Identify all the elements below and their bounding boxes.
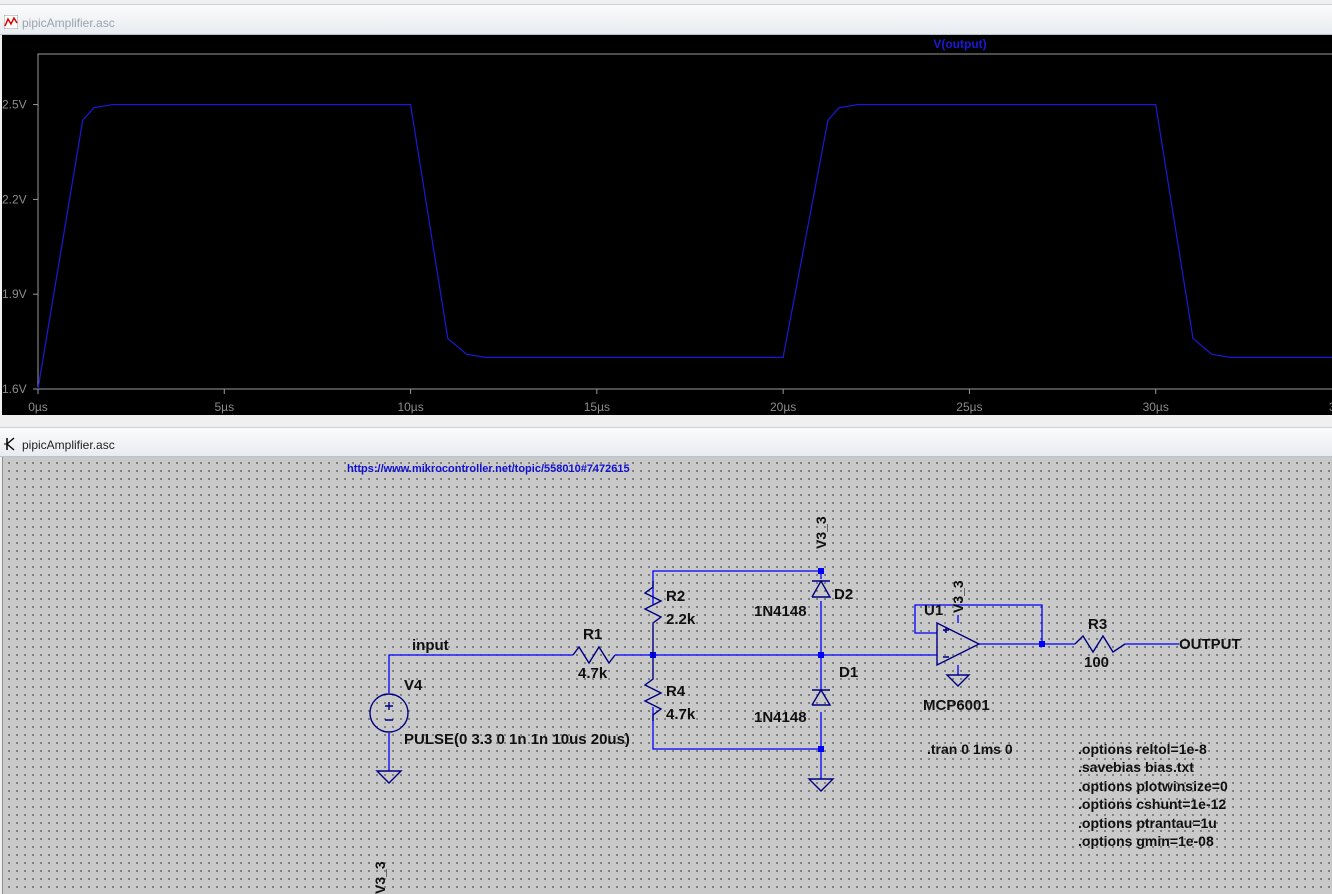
directive-savebias[interactable]: .savebias bias.txt [1078, 759, 1194, 775]
directive-reltol[interactable]: .options reltol=1e-8 [1078, 741, 1207, 757]
wire-r2-top [652, 570, 821, 605]
waveform-window-titlebar[interactable]: pipicAmplifier.asc [0, 4, 1332, 35]
source-v4-symbol [369, 693, 409, 733]
y-tick-label: 1.9V [2, 287, 27, 301]
opamp-u1-symbol [936, 621, 981, 667]
v4-name[interactable]: V4 [404, 677, 423, 694]
r3-value[interactable]: 100 [1084, 654, 1110, 671]
url-comment[interactable]: https://www.mikrocontroller.net/topic/55… [347, 463, 630, 475]
net-label-v3-top[interactable]: V3_3 [813, 516, 829, 549]
directive-cshunt[interactable]: .options cshunt=1e-12 [1078, 796, 1227, 812]
resistor-r2-symbol [643, 581, 663, 655]
net-label-output[interactable]: OUTPUT [1179, 636, 1241, 653]
x-tick-label: 35µs [1329, 400, 1332, 414]
trace-name-label[interactable]: V(output) [933, 37, 986, 51]
d2-value[interactable]: 1N4148 [754, 603, 807, 620]
resistor-r1-symbol [572, 645, 616, 665]
directive-ptrantau[interactable]: .options ptrantau=1u [1078, 815, 1217, 831]
y-tick-label: 1.6V [2, 382, 27, 396]
u1-value[interactable]: MCP6001 [923, 697, 990, 714]
x-tick-label: 10µs [397, 400, 423, 414]
ground-v4 [375, 770, 403, 784]
d2-name[interactable]: D2 [834, 586, 854, 603]
u1-name[interactable]: U1 [924, 602, 944, 619]
r4-value[interactable]: 4.7k [666, 706, 696, 723]
directive-tran[interactable]: .tran 0 1ms 0 [927, 741, 1013, 757]
x-tick-label: 20µs [770, 400, 796, 414]
schematic-window-title: pipicAmplifier.asc [22, 438, 115, 452]
series-line-voutput [37, 103, 1332, 390]
resistor-r4-symbol [643, 655, 663, 721]
junction-output [1039, 641, 1045, 647]
waveform-chart[interactable]: 0µs 5µs 10µs 15µs 20µs 25µs 30µs 35µs 1.6V 1.9V 2.… [2, 35, 1332, 415]
r1-value[interactable]: 4.7k [578, 665, 608, 682]
diode-d1-symbol [811, 688, 832, 706]
x-tick-label: 0µs [28, 400, 48, 414]
r2-value[interactable]: 2.2k [666, 611, 696, 628]
directive-gmin[interactable]: .options gmin=1e-08 [1078, 833, 1214, 849]
y-tick-label: 2.5V [2, 98, 27, 112]
ground-opamp [945, 674, 971, 687]
waveform-plot-pane[interactable]: 0µs 5µs 10µs 15µs 20µs 25µs 30µs 35µs 1.6V 1.9V 2.… [2, 35, 1332, 415]
r2-name[interactable]: R2 [666, 588, 686, 605]
waveform-window-title: pipicAmplifier.asc [22, 16, 115, 30]
junction-v3-top [818, 568, 824, 574]
schematic-icon [4, 436, 18, 457]
directive-plotwinsize[interactable]: .options plotwinsize=0 [1078, 778, 1228, 794]
x-tick-label: 5µs [214, 400, 234, 414]
d1-value[interactable]: 1N4148 [754, 709, 807, 726]
schematic-canvas[interactable]: https://www.mikrocontroller.net/topic/55… [2, 457, 1332, 894]
d1-name[interactable]: D1 [839, 664, 859, 681]
r4-name[interactable]: R4 [666, 683, 686, 700]
diode-d2-symbol [811, 579, 832, 598]
schematic-drawing [369, 568, 1179, 792]
y-tick-label: 2.2V [2, 192, 27, 206]
net-label-v3-bottom[interactable]: V3_3 [372, 861, 388, 894]
x-tick-label: 25µs [956, 400, 982, 414]
junction-bottom [818, 746, 824, 752]
plot-frame [37, 53, 1332, 390]
r1-name[interactable]: R1 [583, 626, 603, 643]
net-label-input[interactable]: input [412, 637, 449, 654]
r3-name[interactable]: R3 [1088, 616, 1108, 633]
wire-input [388, 654, 573, 693]
resistor-r3-symbol [1074, 634, 1126, 654]
schematic-window-titlebar[interactable]: pipicAmplifier.asc [0, 427, 1332, 457]
waveform-icon [3, 14, 19, 34]
x-tick-label: 15µs [584, 400, 610, 414]
x-tick-label: 30µs [1143, 400, 1169, 414]
junction-diodes [818, 652, 824, 658]
ground-bottom [807, 778, 835, 792]
v4-value[interactable]: PULSE(0 3.3 0 1n 1n 10us 20us) [404, 731, 630, 748]
net-label-v3-opamp[interactable]: V3_3 [950, 580, 966, 613]
wire-feedback [914, 604, 1043, 644]
